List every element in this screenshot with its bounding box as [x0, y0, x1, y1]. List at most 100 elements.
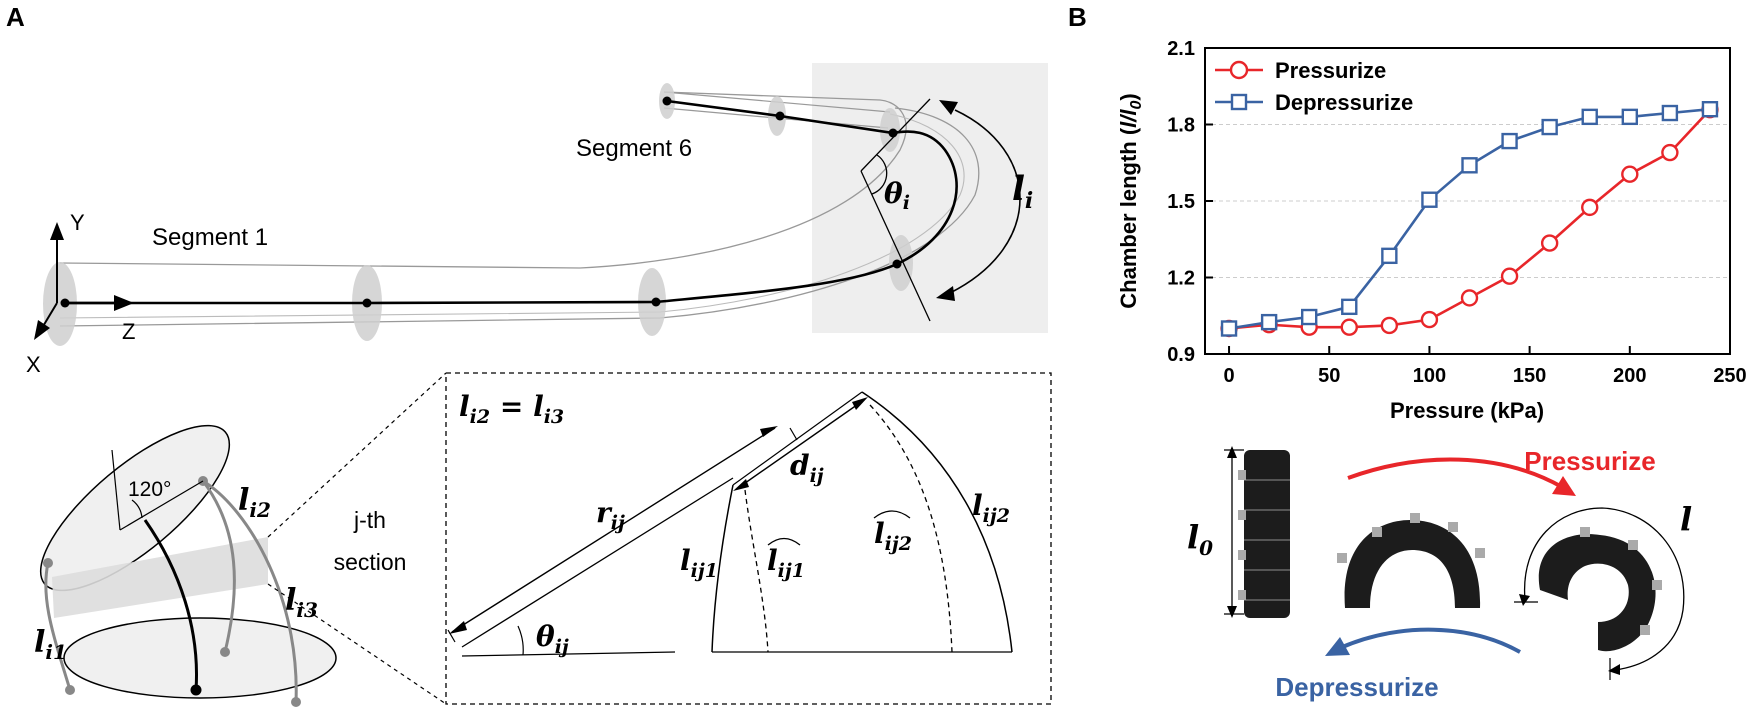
bent-chamber-photo — [1344, 520, 1481, 608]
fiber-li2-inner — [201, 480, 236, 653]
hat-icon — [873, 510, 911, 519]
x-axis-title: Pressure (kPa) — [1390, 398, 1544, 423]
arrowhead-icon — [1608, 664, 1620, 675]
arrowhead-icon — [760, 426, 778, 437]
fiber-node — [43, 558, 53, 568]
panel-label-b: B — [1068, 2, 1087, 32]
dimension-tick — [789, 427, 798, 441]
l-i-label: li — [1012, 169, 1033, 214]
x-tick-label: 100 — [1413, 365, 1446, 387]
depressurize-arrow — [1339, 627, 1521, 654]
data-point-pressurize — [1380, 316, 1399, 335]
fiber-node — [291, 697, 301, 707]
arrowhead-icon — [939, 100, 958, 115]
section-top-edge — [732, 391, 863, 486]
data-point-depressurize — [1461, 157, 1478, 174]
backbone-node — [888, 128, 898, 138]
depressurize-arrowhead-icon — [1325, 637, 1350, 656]
l-ij2-hat-label: lij2 — [874, 517, 912, 555]
connector-icon — [1410, 513, 1420, 523]
jth-section-label-line1: j-th — [353, 507, 386, 533]
backbone-node — [892, 259, 902, 269]
r-ij-label: rij — [596, 496, 625, 534]
r-ij-dimension-line — [451, 427, 776, 633]
l-label: l — [1680, 500, 1692, 538]
x-tick-label: 0 — [1223, 365, 1234, 387]
l-ij2-edge — [861, 391, 1013, 653]
data-point-pressurize — [1340, 318, 1358, 336]
depressurize-label: Depressurize — [1275, 672, 1438, 702]
backbone-node — [651, 297, 661, 307]
equation-li2-li3: li2 = li3 — [459, 390, 564, 428]
data-point-depressurize — [1701, 100, 1719, 118]
legend-marker-pressurize — [1229, 60, 1249, 80]
y-tick-label: 1.5 — [1167, 191, 1195, 213]
l0-label: l0 — [1187, 518, 1213, 560]
fiber-node — [65, 685, 75, 695]
section-base-radius — [461, 477, 734, 648]
z-axis-arrow-icon — [114, 295, 134, 311]
straight-chamber-photo — [1238, 450, 1290, 618]
l-ij2-label: lij2 — [972, 489, 1010, 527]
segment-1-label: Segment 1 — [152, 224, 268, 251]
data-point-pressurize — [1500, 267, 1519, 285]
data-point-depressurize — [1381, 247, 1398, 265]
fiber-li3 — [202, 479, 298, 703]
connector-icon — [1372, 527, 1382, 537]
data-point-depressurize — [1220, 320, 1238, 337]
backbone-curve — [65, 99, 958, 305]
connector-icon — [1628, 540, 1638, 550]
hat-icon — [767, 537, 801, 546]
theta-i-label: θi — [884, 177, 910, 214]
data-point-depressurize — [1421, 191, 1438, 208]
connector-icon — [1640, 625, 1650, 635]
backbone-node — [662, 96, 672, 106]
theta-ij-baseline — [461, 651, 676, 657]
y-tick-label: 1.2 — [1167, 268, 1195, 290]
data-point-depressurize — [1501, 132, 1518, 150]
arrowhead-icon — [936, 286, 955, 301]
connector-icon — [1337, 553, 1347, 563]
arrowhead-icon — [733, 479, 749, 491]
x-tick-label: 150 — [1513, 365, 1546, 387]
connector-icon — [1580, 527, 1590, 537]
legend-label-depressurize: Depressurize — [1275, 90, 1413, 115]
angle-120-arc — [131, 499, 143, 519]
data-point-depressurize — [1341, 298, 1358, 316]
segment-6-label: Segment 6 — [576, 135, 692, 162]
chart-legend: Pressurize Depressurize — [1215, 58, 1413, 115]
data-point-depressurize — [1260, 313, 1278, 331]
data-point-pressurize — [1661, 143, 1679, 162]
data-point-depressurize — [1581, 108, 1598, 126]
arrowhead-icon — [1227, 446, 1237, 458]
data-point-pressurize — [1460, 289, 1479, 307]
tube-inner-contour — [59, 113, 965, 319]
data-point-pressurize — [1540, 234, 1559, 252]
data-point-pressurize — [1420, 310, 1439, 329]
zoom-connector-top — [267, 372, 447, 538]
axis-label-z: Z — [122, 319, 135, 344]
connector-icon — [1652, 580, 1662, 590]
y-axis-title: Chamber length (l/l0) — [1116, 93, 1145, 308]
x-tick-label: 50 — [1318, 365, 1340, 387]
axis-label-x: X — [26, 352, 41, 377]
pressurize-arrowhead-icon — [1552, 476, 1576, 496]
d-ij-label: dij — [790, 449, 824, 487]
y-axis-arrow-icon — [50, 222, 64, 240]
panel-label-a: A — [6, 2, 25, 32]
arrowhead-icon — [852, 397, 868, 410]
data-point-pressurize — [1581, 198, 1599, 217]
theta-ij-label: θij — [536, 620, 569, 658]
l-arc-dimension — [1523, 507, 1685, 671]
l-i2-label: li2 — [238, 483, 271, 522]
x-tick-label: 200 — [1613, 365, 1646, 387]
l-ij2-hat-arc — [869, 404, 953, 653]
arrowhead-icon — [449, 621, 467, 634]
data-point-depressurize — [1300, 308, 1318, 326]
l-i3-label: li3 — [285, 583, 318, 622]
y-tick-label: 2.1 — [1167, 38, 1195, 60]
pressurize-arrow — [1347, 457, 1563, 489]
angle-ray-upper — [860, 98, 931, 172]
jth-section-label-line2: section — [334, 549, 407, 575]
backbone-node — [775, 111, 785, 121]
